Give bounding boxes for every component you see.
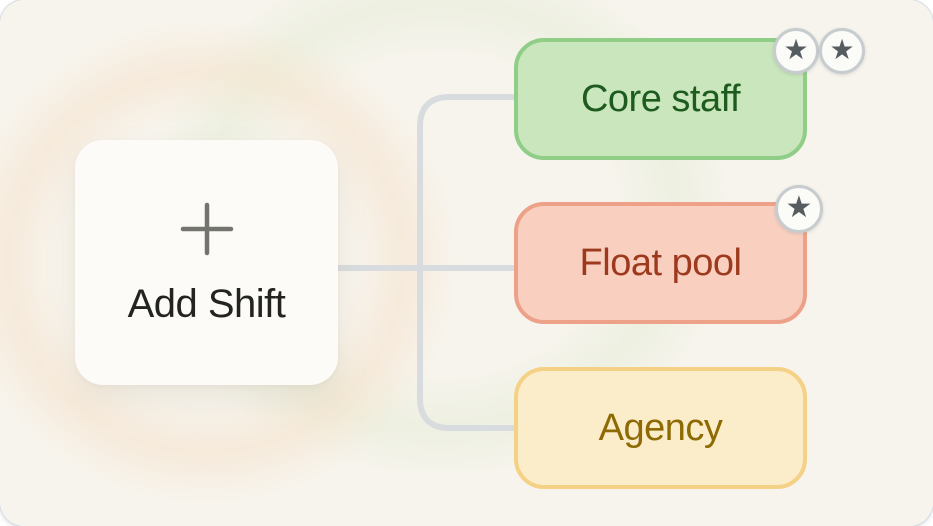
branch-float-pool-label: Float pool xyxy=(579,242,742,284)
star-badge: ★ xyxy=(773,28,819,74)
branch-core-staff[interactable]: Core staff xyxy=(514,38,807,160)
branch-agency[interactable]: Agency xyxy=(514,367,807,489)
star-icon: ★ xyxy=(783,34,809,65)
add-shift-label: Add Shift xyxy=(127,281,286,326)
connector-bottom-branch xyxy=(417,268,514,431)
star-icon: ★ xyxy=(785,191,813,224)
star-badge: ★ xyxy=(819,28,865,74)
branch-float-pool[interactable]: Float pool xyxy=(514,202,807,324)
connector-top-branch xyxy=(417,94,514,268)
star-badge: ★ xyxy=(775,185,823,233)
star-icon: ★ xyxy=(829,34,855,65)
plus-icon xyxy=(180,202,233,255)
add-shift-node[interactable]: Add Shift xyxy=(75,140,338,385)
branch-agency-label: Agency xyxy=(598,407,723,449)
branch-core-staff-label: Core staff xyxy=(580,78,741,120)
